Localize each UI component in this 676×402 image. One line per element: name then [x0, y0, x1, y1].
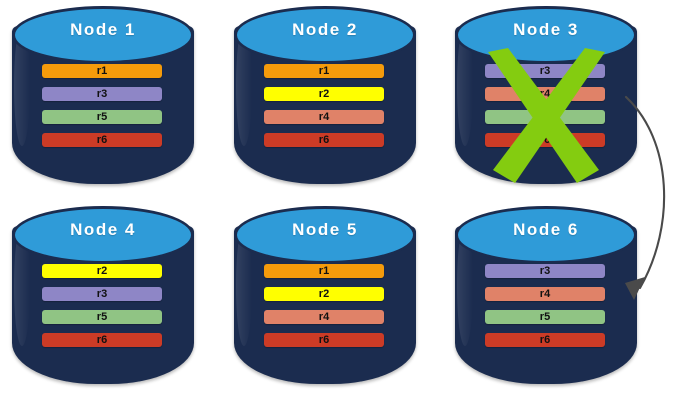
- node-5-cylinder-top: [234, 206, 416, 264]
- record-bar[interactable]: r4: [485, 87, 605, 101]
- record-bar[interactable]: r5: [42, 110, 162, 124]
- record-bar[interactable]: r4: [485, 287, 605, 301]
- record-bar[interactable]: r3: [485, 64, 605, 78]
- node-5-record-list: r1 r2 r4 r6: [264, 264, 384, 356]
- node-1-cylinder-top: [12, 6, 194, 64]
- node-1-title: Node 1: [70, 20, 136, 39]
- record-bar[interactable]: r3: [42, 287, 162, 301]
- record-bar[interactable]: r5: [42, 310, 162, 324]
- record-bar[interactable]: r5: [485, 310, 605, 324]
- record-bar[interactable]: r1: [264, 64, 384, 78]
- record-bar[interactable]: r6: [485, 133, 605, 147]
- node-4-title: Node 4: [70, 220, 136, 239]
- node-4-cylinder-top: [12, 206, 194, 264]
- record-bar[interactable]: r1: [42, 64, 162, 78]
- record-bar[interactable]: r4: [264, 110, 384, 124]
- node-1-record-list: r1 r3 r5 r6: [42, 64, 162, 156]
- record-bar[interactable]: r6: [42, 333, 162, 347]
- record-bar[interactable]: r6: [485, 333, 605, 347]
- record-bar[interactable]: r6: [264, 333, 384, 347]
- record-bar[interactable]: r6: [264, 133, 384, 147]
- record-bar[interactable]: r6: [42, 133, 162, 147]
- node-1[interactable]: Node 1 r1 r3 r5 r6: [12, 6, 194, 186]
- record-bar[interactable]: r1: [264, 264, 384, 278]
- node-5[interactable]: Node 5 r1 r2 r4 r6: [234, 206, 416, 386]
- record-bar[interactable]: r5: [485, 110, 605, 124]
- node-3-record-list: r3 r4 r5 r6: [485, 64, 605, 156]
- node-6-cylinder-top: [455, 206, 637, 264]
- node-5-title: Node 5: [292, 220, 358, 239]
- node-6-title: Node 6: [513, 220, 579, 239]
- node-4[interactable]: Node 4 r2 r3 r5 r6: [12, 206, 194, 386]
- record-bar[interactable]: r2: [42, 264, 162, 278]
- node-2[interactable]: Node 2 r1 r2 r4 r6: [234, 6, 416, 186]
- node-2-cylinder-top: [234, 6, 416, 64]
- record-bar[interactable]: r2: [264, 87, 384, 101]
- record-bar[interactable]: r3: [485, 264, 605, 278]
- node-3[interactable]: Node 3 r3 r4 r5 r6: [455, 6, 637, 186]
- record-bar[interactable]: r3: [42, 87, 162, 101]
- node-2-title: Node 2: [292, 20, 358, 39]
- node-4-record-list: r2 r3 r5 r6: [42, 264, 162, 356]
- node-2-record-list: r1 r2 r4 r6: [264, 64, 384, 156]
- node-6[interactable]: Node 6 r3 r4 r5 r6: [455, 206, 637, 386]
- node-3-title: Node 3: [513, 20, 579, 39]
- record-bar[interactable]: r4: [264, 310, 384, 324]
- node-6-record-list: r3 r4 r5 r6: [485, 264, 605, 356]
- record-bar[interactable]: r2: [264, 287, 384, 301]
